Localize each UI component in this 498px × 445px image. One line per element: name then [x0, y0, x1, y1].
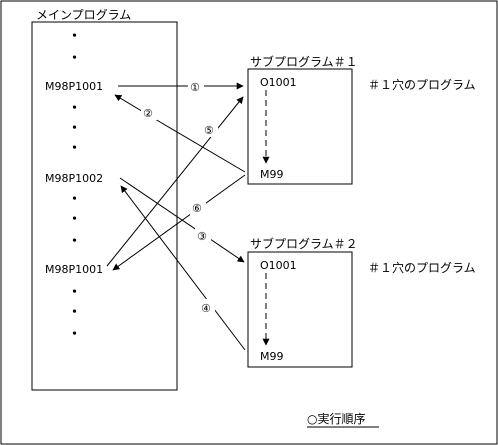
main-dot: ・ — [68, 285, 81, 300]
legend-text: ○実行順序 — [307, 411, 365, 426]
main-dot: ・ — [68, 51, 81, 66]
sub1-end: M99 — [260, 168, 284, 181]
sub1-box — [247, 68, 353, 185]
order-label-1: ① — [190, 81, 200, 94]
arrow-2 — [114, 94, 246, 173]
main-dot: ・ — [68, 121, 81, 136]
order-label-5: ⑤ — [204, 124, 214, 137]
main-dot: ・ — [68, 101, 81, 116]
order-label-2: ② — [143, 107, 153, 120]
sub2-end: M99 — [260, 350, 284, 363]
sub2-title: サブプログラム＃２ — [250, 236, 358, 251]
label-bg — [141, 104, 157, 120]
sub1-title: サブプログラム＃１ — [250, 54, 358, 69]
label-bg — [195, 227, 211, 243]
arrow-6 — [112, 174, 246, 271]
main-dot: ・ — [68, 212, 81, 227]
sub1-start: O1001 — [260, 76, 297, 89]
main-call-1: M98P1001 — [45, 80, 103, 93]
main-program-box — [31, 21, 178, 391]
label-bg — [188, 78, 204, 94]
label-bg — [202, 121, 218, 137]
sub1-note: ＃１穴のプログラム — [368, 77, 476, 92]
sub2-start: O1001 — [260, 259, 297, 272]
main-dot: ・ — [68, 305, 81, 320]
arrow-4 — [120, 185, 246, 351]
main-dot: ・ — [68, 141, 81, 156]
label-bg — [190, 199, 206, 215]
main-dot: ・ — [68, 192, 81, 207]
main-dot: ・ — [68, 29, 81, 44]
arrow-5 — [106, 96, 244, 267]
sub2-box — [247, 251, 353, 368]
main-dot: ・ — [68, 327, 81, 342]
main-call-2: M98P1002 — [45, 172, 103, 185]
order-label-4: ④ — [201, 302, 211, 315]
main-call-3: M98P1001 — [45, 263, 103, 276]
main-program-title: メインプログラム — [36, 8, 131, 22]
order-label-6: ⑥ — [192, 202, 202, 215]
order-label-3: ③ — [197, 230, 207, 243]
label-bg — [199, 299, 215, 315]
sub2-note: ＃１穴のプログラム — [368, 260, 476, 275]
main-dot: ・ — [68, 234, 81, 249]
